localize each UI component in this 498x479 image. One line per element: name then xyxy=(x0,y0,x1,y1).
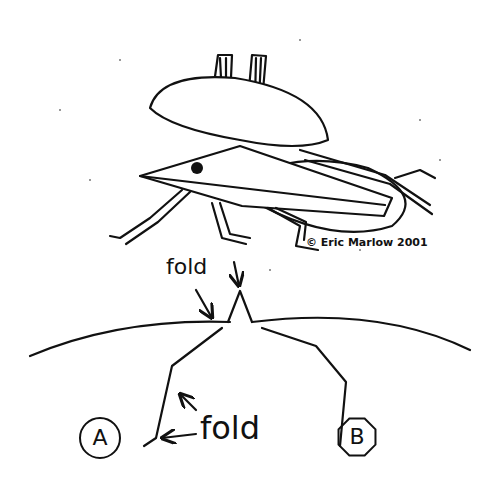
fold-label: fold xyxy=(200,412,260,444)
body xyxy=(140,146,392,216)
leader-arrow xyxy=(180,394,196,410)
paper-edge xyxy=(30,322,230,356)
leader-arrow xyxy=(234,262,239,286)
step-letter: B xyxy=(349,426,364,448)
leader-arrow xyxy=(162,434,196,438)
wing xyxy=(150,77,328,146)
step-marker: B xyxy=(335,415,379,459)
step-letter: A xyxy=(92,427,107,449)
eye xyxy=(191,162,203,174)
step-marker: A xyxy=(78,416,122,460)
copyright-note: © Eric Marlow 2001 xyxy=(306,237,428,248)
fold-edge xyxy=(262,328,346,446)
leg xyxy=(212,203,246,244)
fold-label: fold xyxy=(166,256,207,278)
leader-arrow xyxy=(196,290,212,318)
paper-edge xyxy=(252,318,470,350)
fold-point xyxy=(228,291,252,322)
